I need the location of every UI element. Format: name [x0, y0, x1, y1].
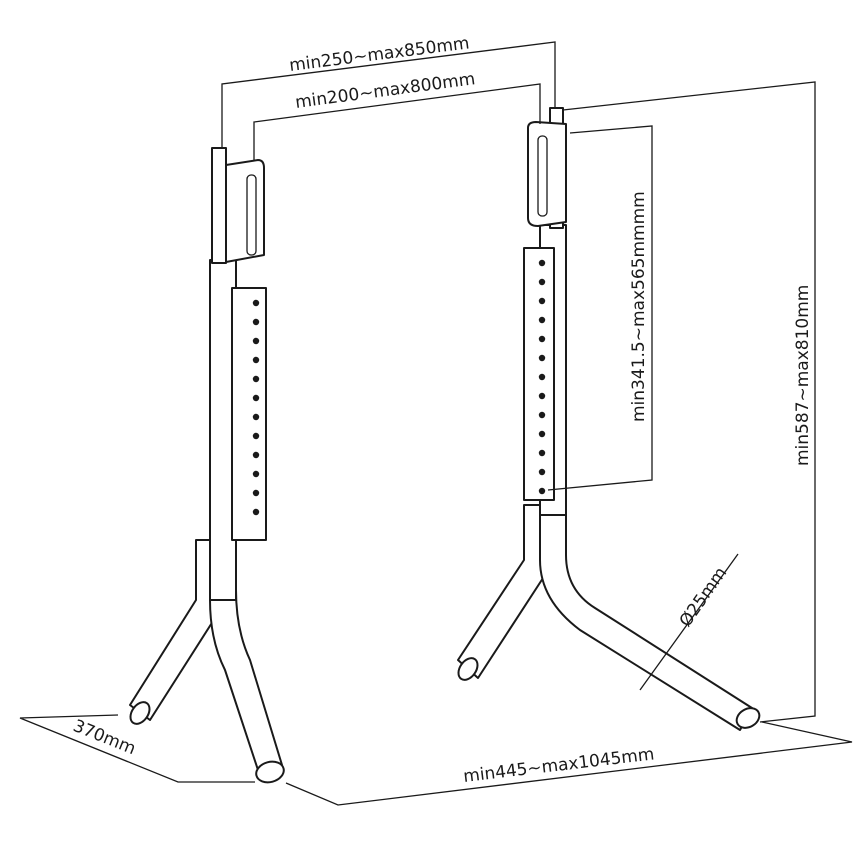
tube-diameter-label: Ø25mm	[676, 564, 731, 631]
vesa-range-line	[253, 83, 541, 160]
right-front-foot	[539, 504, 753, 731]
left-top-pole	[211, 147, 227, 264]
dimension-labels: min250~max850mm min200~max800mm min341.5…	[70, 33, 813, 787]
base-width-line	[285, 721, 853, 806]
left-holes	[252, 299, 260, 516]
vesa-range-label: min200~max800mm	[294, 69, 476, 113]
base-width-label: min445~max1045mm	[462, 744, 655, 787]
overall-height-line	[562, 81, 816, 723]
left-back-foot	[129, 539, 216, 721]
width-range-line	[221, 41, 556, 148]
width-range-label: min250~max850mm	[288, 33, 470, 76]
base-depth-line	[19, 714, 255, 783]
left-top-bracket	[225, 159, 265, 263]
right-hole-strip	[523, 247, 555, 501]
left-hole-strip	[231, 287, 267, 541]
tube-diameter-line	[639, 553, 739, 691]
overall-height-label: min587~max810mm	[793, 285, 813, 466]
right-stand	[457, 107, 761, 731]
left-stand	[129, 147, 285, 784]
dimension-lines	[19, 41, 853, 806]
bracket-height-label: min341.5~max565mmmm	[629, 191, 649, 422]
bracket-height-line	[547, 125, 653, 491]
left-front-foot	[209, 589, 283, 771]
right-back-foot	[457, 504, 546, 679]
right-holes	[538, 259, 546, 495]
